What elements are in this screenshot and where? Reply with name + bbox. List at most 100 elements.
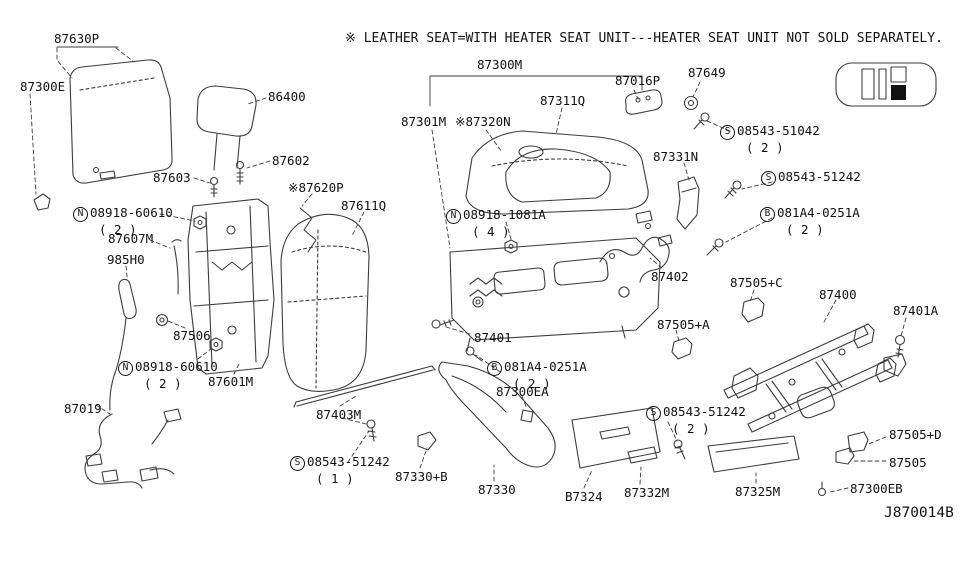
- bolt-87602: [235, 160, 245, 185]
- quantity: ( 2 ): [672, 421, 710, 436]
- part-label-87505: 87505: [889, 455, 927, 470]
- part-label-87331N: 87331N: [653, 149, 698, 164]
- part-number: 87506: [173, 328, 211, 343]
- heater-harness-87402: [599, 210, 673, 283]
- bracket-lines: [56, 46, 643, 107]
- part-number: 87630P: [54, 31, 100, 46]
- seat-back-board: [69, 59, 173, 184]
- diagram-code: J870014B: [884, 505, 954, 521]
- part-label-87300E: 87300E: [20, 79, 66, 94]
- part-number: 87505+A: [657, 317, 710, 332]
- part-number: 86400: [268, 89, 306, 104]
- quantity: ( 4 ): [472, 224, 510, 239]
- seat-back-cushion-87611Q: [280, 213, 370, 392]
- part-number: 87611Q: [341, 198, 387, 213]
- leather-seat-note: ※ LEATHER SEAT=WITH HEATER SEAT UNIT---H…: [345, 31, 943, 46]
- part-number: 87311Q: [540, 93, 586, 108]
- quantity: ( 2 ): [746, 140, 784, 155]
- part-number: 87401A: [893, 303, 939, 318]
- circled-letter-B: B: [760, 207, 775, 222]
- part-number: 87330: [478, 482, 516, 497]
- circled-letter-N: N: [73, 207, 88, 222]
- part-label-87607M: 87607M: [108, 231, 154, 246]
- part-number: 87505: [889, 455, 927, 470]
- part-label-87402: 87402: [651, 269, 689, 284]
- part-number: 87300EB: [850, 481, 903, 496]
- part-label-87630P: 87630P: [54, 31, 100, 46]
- part-number: 87300M: [477, 57, 523, 72]
- leader-lines: [29, 47, 907, 493]
- part-label-87505+D: 87505+D: [889, 427, 942, 442]
- part-label-87016P: 87016P: [615, 73, 661, 88]
- clip-87300EB: [817, 481, 827, 497]
- part-label-87311Q: 87311Q: [540, 93, 586, 108]
- part-label-87330+B: 87330+B: [395, 469, 448, 484]
- nut-08918-1081A: [504, 239, 518, 254]
- part-number: 87332M: [624, 485, 670, 500]
- part-number: 87330+B: [395, 469, 448, 484]
- part-label-87301M: 87301M: [401, 114, 446, 129]
- side-finisher-87330: [438, 361, 556, 468]
- clip-87300E: [33, 193, 51, 211]
- bolt-081A4-right: [706, 238, 724, 256]
- part-label-87403M: 87403M: [316, 407, 361, 422]
- rear-cover-87325M: [707, 435, 800, 473]
- rod-87607M: [171, 239, 182, 295]
- quantity: ( 2 ): [786, 222, 824, 237]
- part-label-87332M: 87332M: [624, 485, 670, 500]
- part-label-87325M: 87325M: [735, 484, 780, 499]
- screw-08543-51242-right: [724, 180, 742, 199]
- nut-08918-60610-b: [209, 337, 223, 352]
- circled-letter-N: N: [118, 361, 133, 376]
- part-number: 87607M: [108, 231, 154, 246]
- car-seat-position-inset-icon: [835, 62, 937, 107]
- part-label-86400: 86400: [268, 89, 306, 104]
- part-number: 87649: [688, 65, 726, 80]
- part-label-87300EB: 87300EB: [850, 481, 903, 496]
- part-number: 87300E: [20, 79, 66, 94]
- circled-letter-S: S: [646, 406, 661, 421]
- headrest-86400: [196, 85, 257, 171]
- part-label-87400: 87400: [819, 287, 857, 302]
- trim-rod-87403M: [293, 365, 436, 408]
- part-label-87320N: ※87320N: [455, 114, 511, 129]
- bolt-87603: [209, 176, 219, 198]
- bolt-081A4-left: [465, 346, 483, 362]
- seat-cushion-87311Q: [465, 130, 649, 215]
- part-label-87300EA: 87300EA: [496, 384, 549, 399]
- part-label-87601M: 87601M: [208, 374, 253, 389]
- bracket-87331N: [676, 176, 700, 230]
- part-label-87401A: 87401A: [893, 303, 939, 318]
- part-label-B7324: B7324: [565, 489, 603, 504]
- part-number: 87401: [474, 330, 512, 345]
- part-label-87603: 87603: [153, 170, 191, 185]
- circled-letter-N: N: [446, 209, 461, 224]
- part-label-87330: 87330: [478, 482, 516, 497]
- strap-985H0: [118, 278, 137, 320]
- nut-08918-60610-a: [193, 215, 207, 230]
- part-number: 87016P: [615, 73, 661, 88]
- screw-08543-51242-mid: [673, 439, 686, 460]
- screw-08543-51042: [693, 112, 710, 130]
- part-number: 87603: [153, 170, 191, 185]
- bolt-87401: [431, 319, 455, 329]
- bracket-87505A: [671, 337, 693, 360]
- quantity: ( 2 ): [99, 222, 137, 237]
- screw-87403M: [366, 419, 377, 442]
